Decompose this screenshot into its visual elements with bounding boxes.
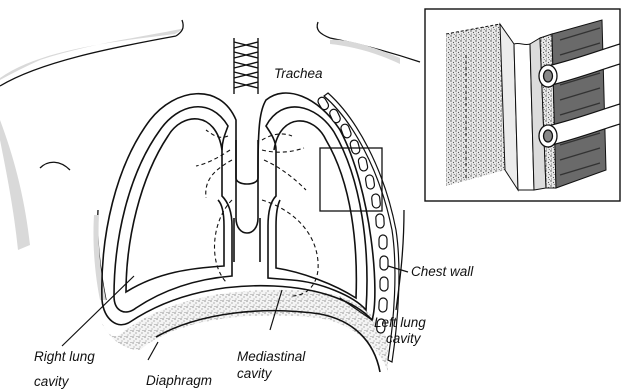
label-right-lung-cavity-line1: Right lung bbox=[34, 349, 95, 364]
trachea bbox=[234, 38, 258, 94]
label-trachea: Trachea bbox=[274, 66, 323, 81]
label-mediastinal-cavity-line2: cavity bbox=[237, 366, 273, 381]
left-armpit-line bbox=[40, 162, 70, 170]
label-diaphragm: Diaphragm bbox=[146, 373, 212, 388]
labels: Trachea Chest wall Left lung cavity Medi… bbox=[34, 66, 474, 389]
mediastinum-center-lower bbox=[234, 218, 260, 262]
mediastinum-center-upper bbox=[236, 140, 258, 184]
label-right-lung-cavity-line2: cavity bbox=[34, 374, 70, 389]
chest-wall-leader bbox=[388, 266, 408, 272]
right-lung-outline bbox=[114, 107, 232, 312]
label-left-lung-cavity-line2: cavity bbox=[386, 331, 422, 346]
right-lung-inner bbox=[126, 119, 224, 292]
label-chest-wall: Chest wall bbox=[411, 264, 474, 279]
neck-right bbox=[317, 22, 330, 38]
neck-left bbox=[176, 20, 183, 36]
left-arm-shadow bbox=[0, 120, 30, 250]
label-mediastinal-cavity-line1: Mediastinal bbox=[237, 349, 306, 364]
left-shoulder-line bbox=[0, 36, 176, 86]
label-left-lung-cavity-line1: Left lung bbox=[374, 315, 426, 330]
bronchi-dashed bbox=[196, 130, 318, 296]
pleural-membranes bbox=[102, 93, 375, 325]
right-torso-side bbox=[396, 210, 404, 310]
inset-detail bbox=[425, 9, 620, 201]
diaphragm-leader bbox=[148, 342, 158, 360]
